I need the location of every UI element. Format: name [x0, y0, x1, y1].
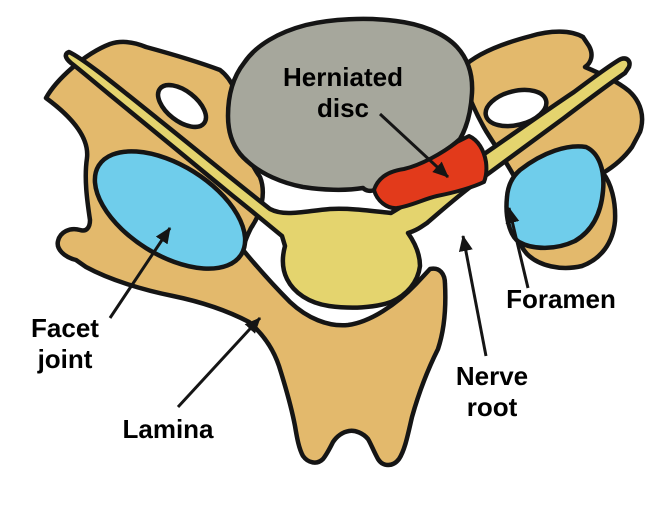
nerve-root-label-line2: root — [466, 392, 518, 422]
facet-joint-label: Facet joint — [20, 313, 110, 375]
facet-joint-label-line2: joint — [37, 344, 93, 374]
lamina-arrow — [176, 316, 262, 409]
facet-joint-arrow — [108, 227, 172, 319]
foramen-label: Foramen — [496, 284, 626, 315]
facet-joint-right — [504, 144, 606, 251]
herniated-disc-fragment — [372, 134, 489, 211]
facet-joint-left — [92, 149, 248, 271]
herniated-disc-label-line2: disc — [316, 93, 370, 123]
left-bone-and-lamina — [43, 39, 448, 468]
nerve-root-arrow — [458, 235, 488, 357]
transverse-foramen-right — [483, 87, 549, 129]
foramen-label-line1: Foramen — [506, 284, 616, 314]
lamina-label: Lamina — [118, 414, 218, 445]
disc-body — [225, 16, 475, 194]
foramen-arrow — [505, 207, 530, 289]
facet-joint-label-line1: Facet — [31, 313, 99, 343]
lamina-label-line1: Lamina — [122, 414, 214, 444]
transverse-foramen-left — [155, 82, 209, 130]
herniated-disc-label: Herniated disc — [268, 62, 418, 124]
nerve-root-label-line1: Nerve — [455, 361, 529, 391]
herniated-disc-arrow — [378, 112, 450, 179]
nerve-root-label: Nerve root — [442, 361, 542, 423]
herniated-disc-label-line1: Herniated — [283, 62, 403, 92]
